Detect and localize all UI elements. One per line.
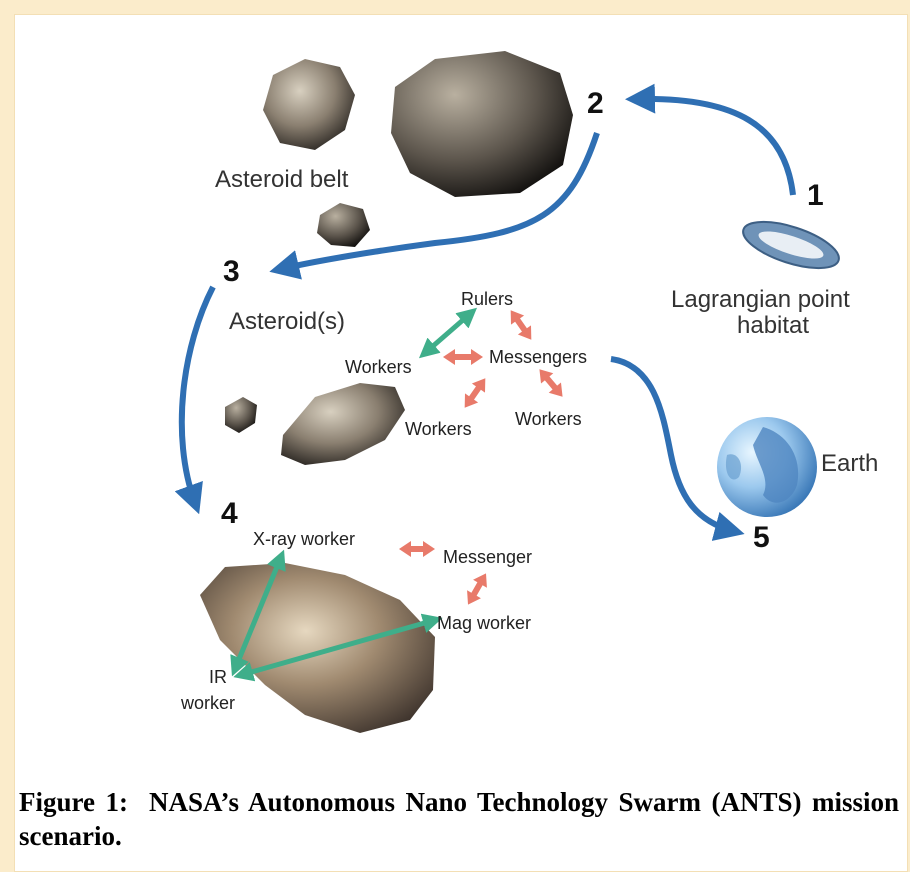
- workers-right-label: Workers: [515, 409, 582, 429]
- workers-mid-label: Workers: [405, 419, 472, 439]
- messengers-label: Messengers: [489, 347, 587, 367]
- workers-left-label: Workers: [345, 357, 412, 377]
- link-messengers-workers-right: [533, 364, 568, 402]
- earth-globe: [717, 417, 817, 517]
- link-messengers-workers-mid: [458, 374, 492, 413]
- figure-frame: 1 2 3 4 5 Asteroid belt Asteroid(s) Lagr…: [14, 14, 908, 872]
- earth-label: Earth: [821, 450, 878, 477]
- caption-label: Figure 1:: [19, 787, 128, 817]
- xray-worker-label: X-ray worker: [253, 529, 355, 549]
- ir-label-line1: IR: [209, 667, 227, 687]
- asteroids-label: Asteroid(s): [229, 308, 345, 335]
- lagrangian-label-line2: habitat: [737, 312, 809, 339]
- arrow-1-to-2: [637, 99, 793, 195]
- arrow-messengers-to-5: [611, 359, 733, 531]
- step-5-number: 5: [753, 521, 770, 554]
- asteroid-pebble: [225, 397, 257, 433]
- link-messenger-mag: [461, 569, 493, 608]
- rulers-label: Rulers: [461, 289, 513, 309]
- step-4-number: 4: [221, 497, 238, 530]
- link-workers-messengers: [443, 349, 483, 365]
- asteroid-belt-label: Asteroid belt: [215, 166, 349, 193]
- asteroid-rock-large: [391, 51, 573, 197]
- arrow-3-to-4: [182, 287, 213, 503]
- lagrangian-label-line1: Lagrangian point: [671, 286, 850, 313]
- ir-label-line2: worker: [180, 693, 235, 713]
- ants-mission-diagram: 1 2 3 4 5 Asteroid belt Asteroid(s) Lagr…: [15, 15, 907, 775]
- step-2-number: 2: [587, 87, 604, 120]
- link-rulers-messengers: [504, 306, 538, 345]
- asteroid-rock-tiny: [317, 203, 370, 247]
- step-3-number: 3: [223, 255, 240, 288]
- asteroid-large-step4: [200, 563, 435, 733]
- step-1-number: 1: [807, 179, 824, 212]
- link-xray-messenger: [399, 541, 435, 557]
- asteroid-rock-small-left: [263, 59, 355, 150]
- caption-text: NASA’s Autonomous Nano Technology Swarm …: [19, 787, 899, 851]
- messenger-label: Messenger: [443, 547, 532, 567]
- asteroid-elongated: [281, 383, 405, 465]
- target-asteroids: [225, 383, 405, 465]
- figure-caption: Figure 1: NASA’s Autonomous Nano Technol…: [19, 785, 899, 853]
- mag-worker-label: Mag worker: [437, 613, 531, 633]
- link-workers-rulers: [425, 313, 471, 353]
- asteroid-belt-rocks: [263, 51, 573, 247]
- lagrangian-habitat-icon: [738, 212, 844, 277]
